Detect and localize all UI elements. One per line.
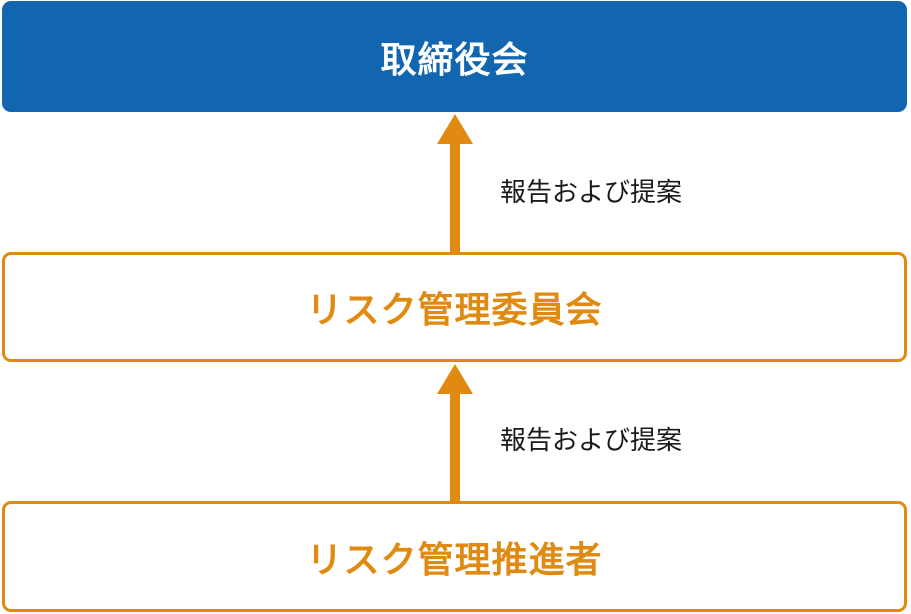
edge-label-lower: 報告および提案 xyxy=(500,426,683,456)
risk-management-committee-box: リスク管理委員会 xyxy=(2,252,907,362)
board-of-directors-label: 取締役会 xyxy=(380,39,529,81)
risk-management-promoter-box: リスク管理推進者 xyxy=(2,501,907,612)
risk-management-promoter-label: リスク管理推進者 xyxy=(306,539,603,581)
report-arrow-lower xyxy=(437,364,473,501)
report-arrow-upper xyxy=(437,114,473,252)
board-of-directors-box: 取締役会 xyxy=(2,1,907,112)
edge-label-upper: 報告および提案 xyxy=(500,178,683,208)
risk-management-committee-label: リスク管理委員会 xyxy=(306,290,603,331)
